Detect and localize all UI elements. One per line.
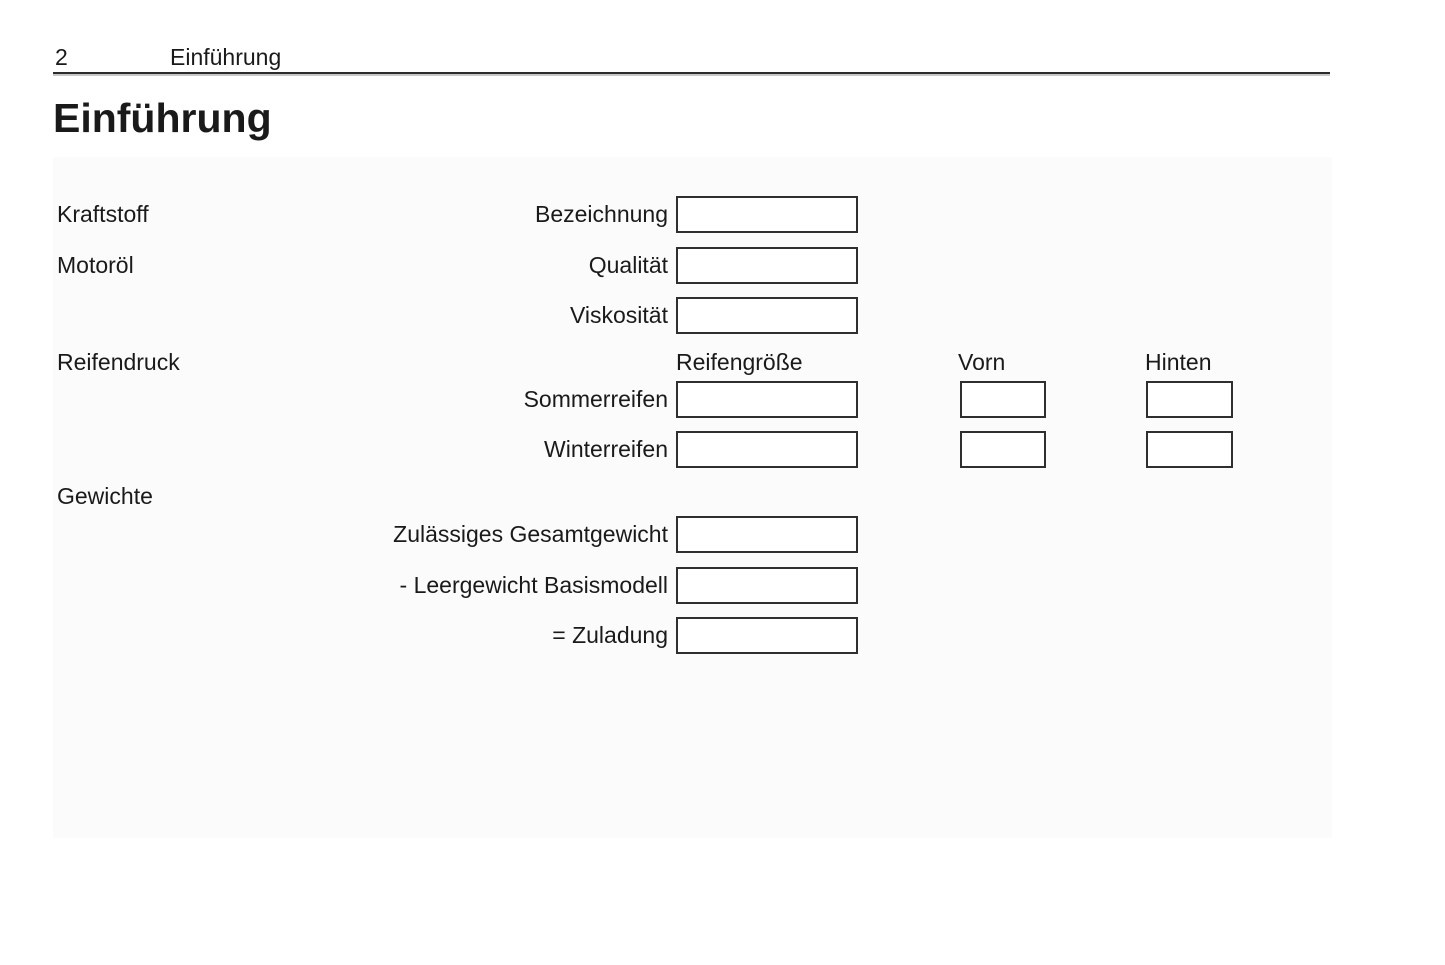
section-label-motoroel: Motoröl <box>57 252 134 278</box>
viskositaet-input[interactable] <box>676 297 858 334</box>
field-label-viskositaet: Viskosität <box>569 302 668 328</box>
winterreifen-groesse-input[interactable] <box>676 431 858 468</box>
section-label-kraftstoff: Kraftstoff <box>57 201 149 227</box>
column-header-reifengroesse: Reifengröße <box>676 349 803 375</box>
section-label-reifendruck: Reifendruck <box>57 349 180 375</box>
sommerreifen-hinten-input[interactable] <box>1146 381 1233 418</box>
field-label-sommerreifen: Sommerreifen <box>523 386 668 412</box>
sommerreifen-vorn-input[interactable] <box>960 381 1046 418</box>
header-rule <box>53 72 1330 74</box>
content-panel: Kraftstoff Motoröl Reifendruck Gewichte … <box>53 157 1332 838</box>
chapter-title: Einführung <box>170 44 282 70</box>
section-label-gewichte: Gewichte <box>57 483 153 509</box>
field-label-qualitaet: Qualität <box>588 252 668 278</box>
field-label-leergewicht: - Leergewicht Basismodell <box>399 572 668 598</box>
field-label-winterreifen: Winterreifen <box>544 436 668 462</box>
column-header-vorn: Vorn <box>958 349 1006 375</box>
qualitaet-input[interactable] <box>676 247 858 284</box>
winterreifen-vorn-input[interactable] <box>960 431 1046 468</box>
column-header-hinten: Hinten <box>1145 349 1212 375</box>
page-title: Einführung <box>53 95 272 141</box>
field-label-gesamtgewicht: Zulässiges Gesamtgewicht <box>393 521 668 547</box>
zuladung-input[interactable] <box>676 617 858 654</box>
sommerreifen-groesse-input[interactable] <box>676 381 858 418</box>
field-label-zuladung: = Zuladung <box>552 622 668 648</box>
winterreifen-hinten-input[interactable] <box>1146 431 1233 468</box>
bezeichnung-input[interactable] <box>676 196 858 233</box>
page-number: 2 <box>55 44 68 70</box>
leergewicht-input[interactable] <box>676 567 858 604</box>
field-label-bezeichnung: Bezeichnung <box>535 201 668 227</box>
gesamtgewicht-input[interactable] <box>676 516 858 553</box>
